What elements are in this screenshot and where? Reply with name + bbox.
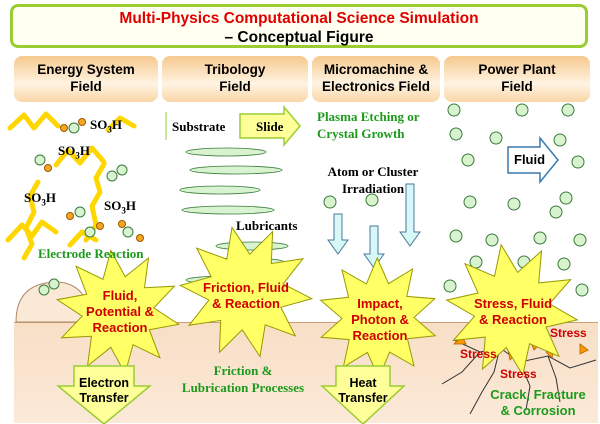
crack-line2: & Corrosion xyxy=(480,403,596,419)
micro-burst-line2: Photon & xyxy=(330,312,430,328)
lubricants-label: Lubricants xyxy=(236,218,297,234)
plant-burst-label: Stress, Fluid & Reaction xyxy=(458,296,568,328)
so3h-text: SO xyxy=(24,190,41,205)
stress-label-3: Stress xyxy=(500,367,537,381)
so3h-end: H xyxy=(46,190,56,205)
so3h-text: SO xyxy=(58,143,75,158)
micro-burst-line3: Reaction xyxy=(330,328,430,344)
heat-transfer-label: Heat Transfer xyxy=(330,376,396,406)
micro-burst-line1: Impact, xyxy=(330,296,430,312)
energy-burst-line2: Potential & xyxy=(70,304,170,320)
energy-burst-line3: Reaction xyxy=(70,320,170,336)
electron-transfer-line1: Electron xyxy=(62,376,146,391)
friction-process-line1: Friction & xyxy=(168,362,318,379)
stress-label-1: Stress xyxy=(550,326,587,340)
electrode-reaction-label: Electrode Reaction xyxy=(38,246,144,262)
heat-transfer-line2: Transfer xyxy=(330,391,396,406)
stress-label-2: Stress xyxy=(460,347,497,361)
atom-irradiation-label: Atom or Cluster Irradiation xyxy=(318,163,428,197)
plasma-line1: Plasma Etching or xyxy=(317,108,420,125)
crack-fracture-label: Crack, Fracture & Corrosion xyxy=(480,387,596,419)
energy-burst-line1: Fluid, xyxy=(70,288,170,304)
slide-label: Slide xyxy=(256,119,283,135)
electron-transfer-label: Electron Transfer xyxy=(62,376,146,406)
friction-process-label: Friction & Lubrication Processes xyxy=(168,362,318,396)
atom-irradiation-line1: Atom or Cluster xyxy=(318,163,428,180)
tribology-burst-label: Friction, Fluid & Reaction xyxy=(186,280,306,312)
crack-line1: Crack, Fracture xyxy=(480,387,596,403)
so3h-label-1: SO3H xyxy=(90,117,122,135)
tribology-burst-line2: & Reaction xyxy=(186,296,306,312)
plant-burst-line1: Stress, Fluid xyxy=(458,296,568,312)
so3h-label-3: SO3H xyxy=(24,190,56,208)
so3h-text: SO xyxy=(90,117,107,132)
atom-irradiation-line2: Irradiation xyxy=(318,180,428,197)
so3h-text: SO xyxy=(104,198,121,213)
so3h-end: H xyxy=(80,143,90,158)
heat-transfer-line1: Heat xyxy=(330,376,396,391)
friction-process-line2: Lubrication Processes xyxy=(168,379,318,396)
energy-polymer-icon xyxy=(8,114,134,258)
plasma-label: Plasma Etching or Crystal Growth xyxy=(317,108,420,142)
substrate-label: Substrate xyxy=(172,119,225,135)
tribology-burst-line1: Friction, Fluid xyxy=(186,280,306,296)
fluid-particles xyxy=(444,104,588,296)
so3h-label-4: SO3H xyxy=(104,198,136,216)
so3h-end: H xyxy=(126,198,136,213)
fluid-label: Fluid xyxy=(514,152,545,167)
energy-burst-label: Fluid, Potential & Reaction xyxy=(70,288,170,336)
electron-transfer-line2: Transfer xyxy=(62,391,146,406)
micro-burst-label: Impact, Photon & Reaction xyxy=(330,296,430,344)
plasma-line2: Crystal Growth xyxy=(317,125,420,142)
so3h-end: H xyxy=(112,117,122,132)
so3h-label-2: SO3H xyxy=(58,143,90,161)
